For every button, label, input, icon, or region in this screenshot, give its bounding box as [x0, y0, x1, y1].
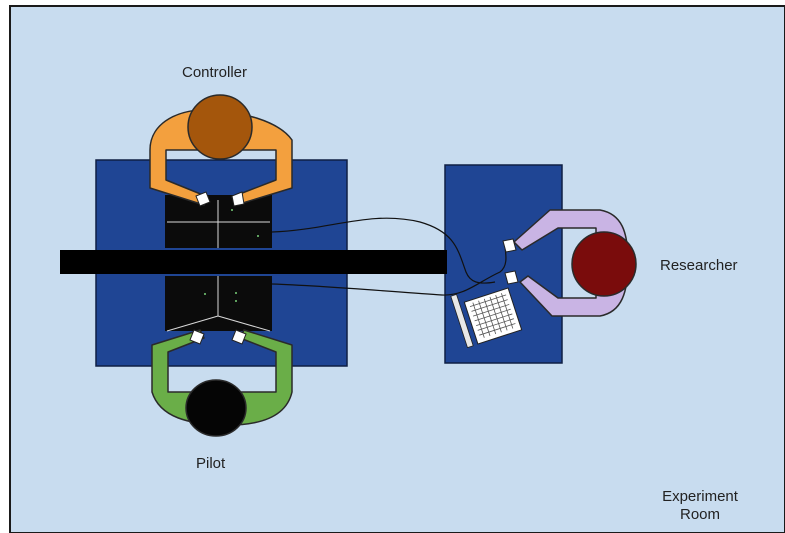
pilot-label: Pilot	[196, 455, 226, 472]
experiment-room-label: Experiment Room	[662, 488, 738, 523]
researcher-figure	[502, 209, 637, 317]
cable-bottom	[271, 246, 507, 296]
controller-figure	[149, 94, 293, 207]
controller-head-icon	[187, 94, 253, 160]
divider-wall	[60, 250, 447, 274]
researcher-head-icon	[571, 231, 637, 297]
pilot-figure	[151, 329, 293, 437]
controller-screen	[165, 195, 272, 248]
pilot-head-icon	[185, 379, 247, 437]
controller-label: Controller	[182, 64, 248, 81]
keyboard	[463, 287, 523, 345]
mouse-pad	[450, 293, 474, 349]
pilot-screen	[165, 276, 272, 332]
researcher-label: Researcher	[660, 257, 738, 274]
cable-top	[271, 217, 496, 284]
